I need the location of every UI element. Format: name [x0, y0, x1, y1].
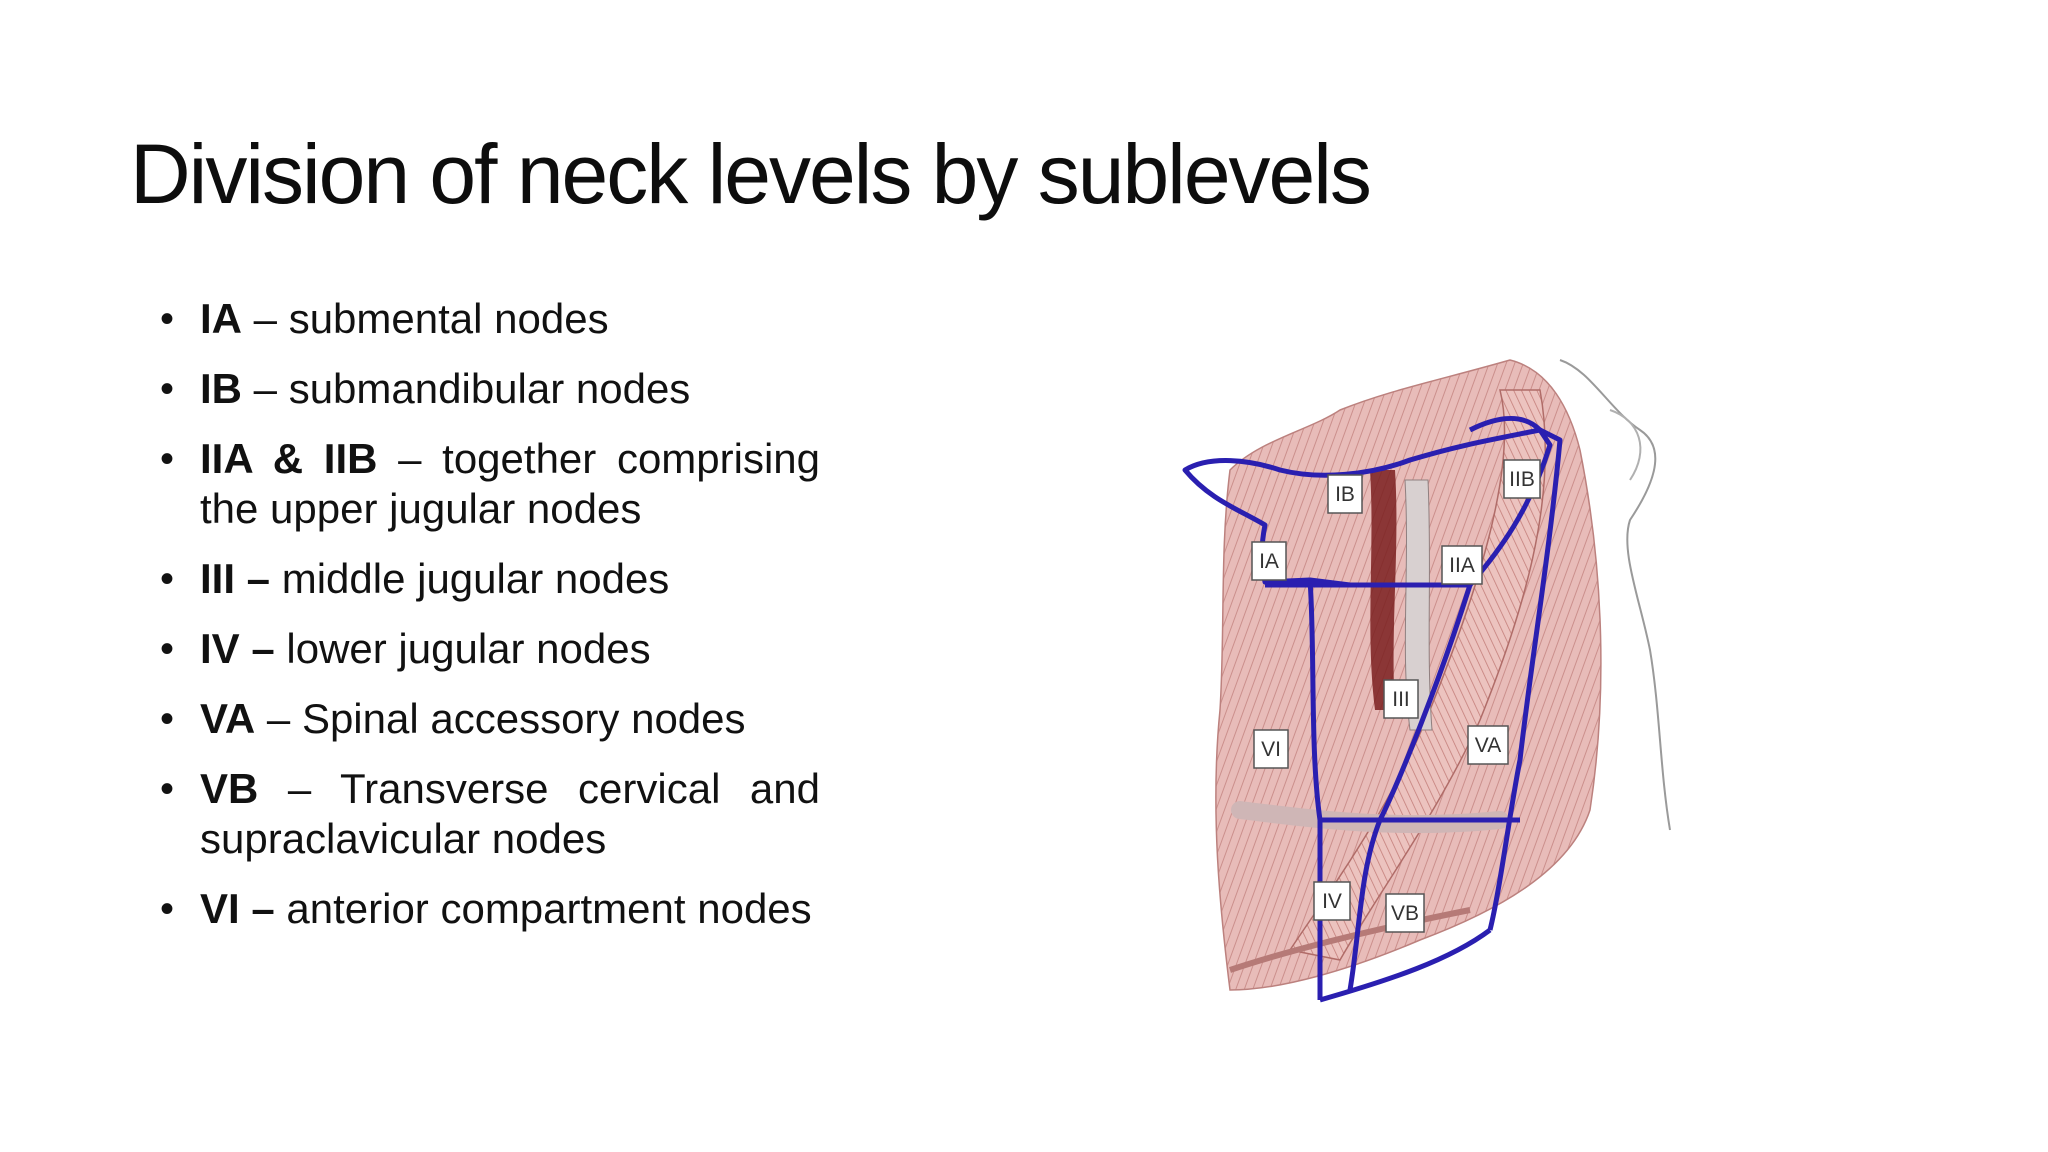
- bullet-item-vb: VB – Transverse cervical and supraclavic…: [160, 764, 820, 864]
- ear-outline: [1609, 409, 1642, 481]
- label-ia: IA: [1259, 550, 1279, 573]
- bullet-item-iia-iib: IIA & IIB – together comprising the uppe…: [160, 434, 820, 534]
- bullet-text: middle jugular nodes: [281, 555, 670, 602]
- bullet-term: III –: [200, 555, 271, 602]
- bullet-item-vi: VI – anterior compartment nodes: [160, 884, 820, 934]
- jugular-vein: [1404, 479, 1433, 731]
- label-vb: VB: [1391, 902, 1419, 925]
- boundary-bottom: [1319, 927, 1492, 1003]
- bullet-separator: –: [242, 365, 289, 412]
- bullet-term: IA: [200, 295, 242, 342]
- bullet-text: lower jugular nodes: [286, 625, 651, 672]
- bullet-item-va: VA – Spinal accessory nodes: [160, 694, 820, 744]
- bullet-list: IA – submental nodes IB – submandibular …: [160, 294, 820, 954]
- bullet-item-iii: III – middle jugular nodes: [160, 554, 820, 604]
- bullet-item-ib: IB – submandibular nodes: [160, 364, 820, 414]
- label-va: VA: [1475, 734, 1501, 757]
- bullet-separator: –: [255, 695, 302, 742]
- bullet-term: VI –: [200, 885, 275, 932]
- bullet-separator: –: [377, 435, 443, 482]
- label-iii: III: [1392, 688, 1410, 711]
- bullet-text: Transverse cervical and supraclavicular …: [200, 765, 821, 862]
- bullet-separator: [270, 555, 282, 602]
- bullet-text: Spinal accessory nodes: [301, 695, 746, 742]
- label-iib: IIB: [1509, 468, 1535, 491]
- bullet-text: submandibular nodes: [288, 365, 691, 412]
- sternocleidomastoid: [1288, 389, 1546, 961]
- bullet-text: anterior compartment nodes: [286, 885, 812, 932]
- bullet-term: IB: [200, 365, 242, 412]
- bullet-term: VB: [200, 765, 259, 812]
- boundary-iia-iib-outer: [1468, 415, 1563, 931]
- bullet-term: IIA & IIB: [200, 435, 378, 482]
- bullet-item-ia: IA – submental nodes: [160, 294, 820, 344]
- bullet-term: VA: [200, 695, 256, 742]
- bullet-separator: [275, 625, 287, 672]
- neck-anatomy-drawing: IB IIB IA IIA III VI VA IV VB: [1182, 359, 1671, 1003]
- label-ib: IB: [1335, 483, 1355, 506]
- level-labels: IB IIB IA IIA III VI VA IV VB: [1251, 459, 1541, 933]
- neck-levels-illustration: IB IIB IA IIA III VI VA IV VB: [1170, 350, 1690, 1050]
- bullet-term: IV –: [200, 625, 275, 672]
- bullet-separator: –: [258, 765, 341, 812]
- label-iv: IV: [1322, 890, 1342, 913]
- label-iia: IIA: [1449, 554, 1475, 577]
- carotid-vessel: [1370, 470, 1397, 710]
- boundary-midline: [1307, 579, 1323, 1000]
- bullet-item-iv: IV – lower jugular nodes: [160, 624, 820, 674]
- face-outline: [1559, 359, 1671, 831]
- level-boundaries: [1182, 415, 1563, 1003]
- bullet-separator: [275, 885, 287, 932]
- bullet-text: submental nodes: [288, 295, 609, 342]
- bullet-text: together comprising the upper jugular no…: [200, 435, 821, 532]
- lower-muscle: [1229, 907, 1471, 973]
- bullet-separator: –: [242, 295, 289, 342]
- slide-title: Division of neck levels by sublevels: [130, 127, 1372, 221]
- label-vi: VI: [1261, 738, 1281, 761]
